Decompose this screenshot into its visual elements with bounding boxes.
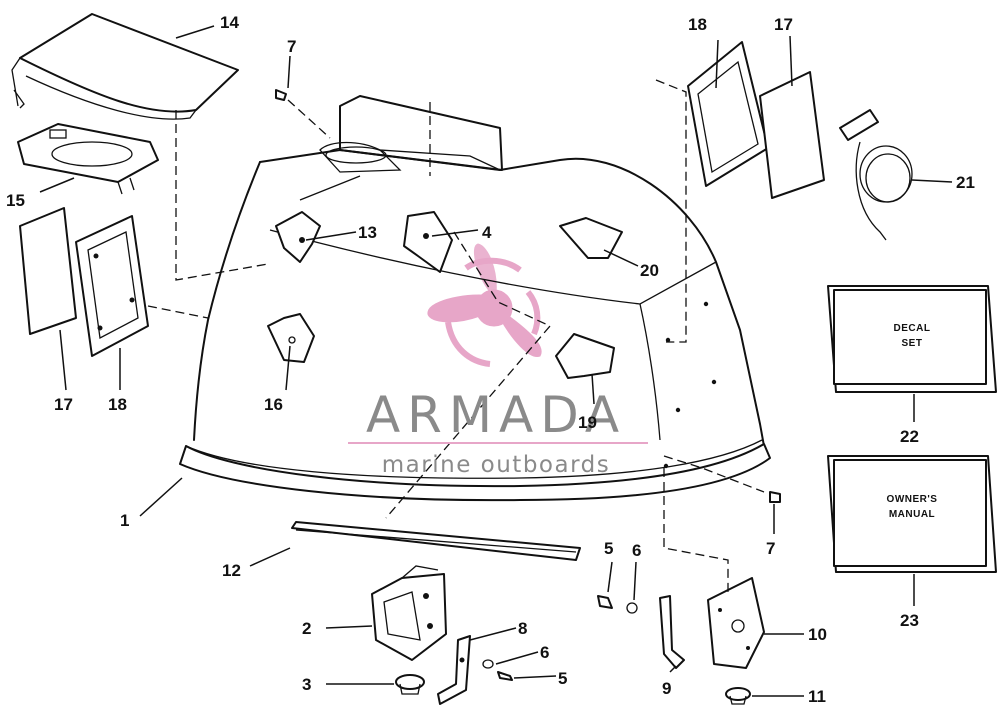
label-15: 15 [6,191,25,210]
propeller-icon [427,243,542,367]
part-6a-washer [482,659,494,669]
part-19-patch [555,333,615,379]
watermark-tagline: marine outboards [382,452,610,478]
label-23: 23 [900,611,919,630]
label-6b: 6 [632,541,641,560]
motor-cover [179,95,771,502]
owners-manual-box: OWNER'S MANUAL [827,455,997,573]
label-22: 22 [900,427,919,446]
label-6a: 6 [540,643,549,662]
label-10: 10 [808,625,827,644]
part-20-patch [559,217,623,259]
label-13: 13 [358,223,377,242]
label-20: 20 [640,261,659,280]
part-7b-screw [769,491,781,503]
watermark-brand: ARMADA [366,386,626,444]
part-18-right-frame [687,41,769,187]
decal-set-line2: SET [902,338,923,349]
part-4-decal [403,211,453,273]
label-8: 8 [518,619,527,638]
label-12: 12 [222,561,241,580]
part-8-bracket [437,635,471,705]
part-11-knob [725,687,751,705]
part-12-seal [291,521,581,561]
label-5a: 5 [558,669,567,688]
part-16-decal [267,313,315,363]
label-4: 4 [482,223,492,242]
part-10-hook-plate [707,577,765,669]
part-2-latch [371,565,447,661]
part-9-clip [659,595,685,669]
label-11: 11 [808,687,826,706]
decal-set-line1: DECAL [894,323,931,334]
label-17b: 17 [774,15,793,34]
label-19: 19 [578,413,597,432]
part-5a-screw [497,671,513,681]
label-7b: 7 [766,539,775,558]
label-21: 21 [956,173,975,192]
part-21-cord [839,109,913,241]
label-5b: 5 [604,539,613,558]
label-18a: 18 [108,395,127,414]
owners-manual-line1: OWNER'S [887,494,938,505]
part-7a-screw [275,89,287,101]
part-5b-screw [597,595,613,609]
label-9: 9 [662,679,671,698]
label-17a: 17 [54,395,73,414]
part-3-knob [395,674,425,695]
armada-watermark: ARMADA marine outboards [348,386,648,478]
part-14-top-cover [11,13,239,120]
part-number-labels: 14 7 15 13 4 16 17 18 20 19 18 17 21 22 … [6,13,975,706]
label-7a: 7 [287,37,296,56]
label-1: 1 [120,511,129,530]
part-18-left-frame [75,215,149,357]
armada-logo [427,243,542,367]
watermark-underline [348,442,648,444]
label-2: 2 [302,619,311,638]
part-17-left-sheet [19,207,77,335]
label-16: 16 [264,395,283,414]
part-15-plate [17,123,159,195]
part-17-right-sheet [759,71,825,199]
part-13-decal [275,211,321,263]
leader-lines [39,25,953,697]
guide-lines [147,79,765,594]
part-6b-washer [626,602,638,614]
owners-manual-line2: MANUAL [889,509,935,520]
decal-set-box: DECAL SET [827,285,997,393]
label-3: 3 [302,675,311,694]
label-14: 14 [220,13,239,32]
label-18b: 18 [688,15,707,34]
